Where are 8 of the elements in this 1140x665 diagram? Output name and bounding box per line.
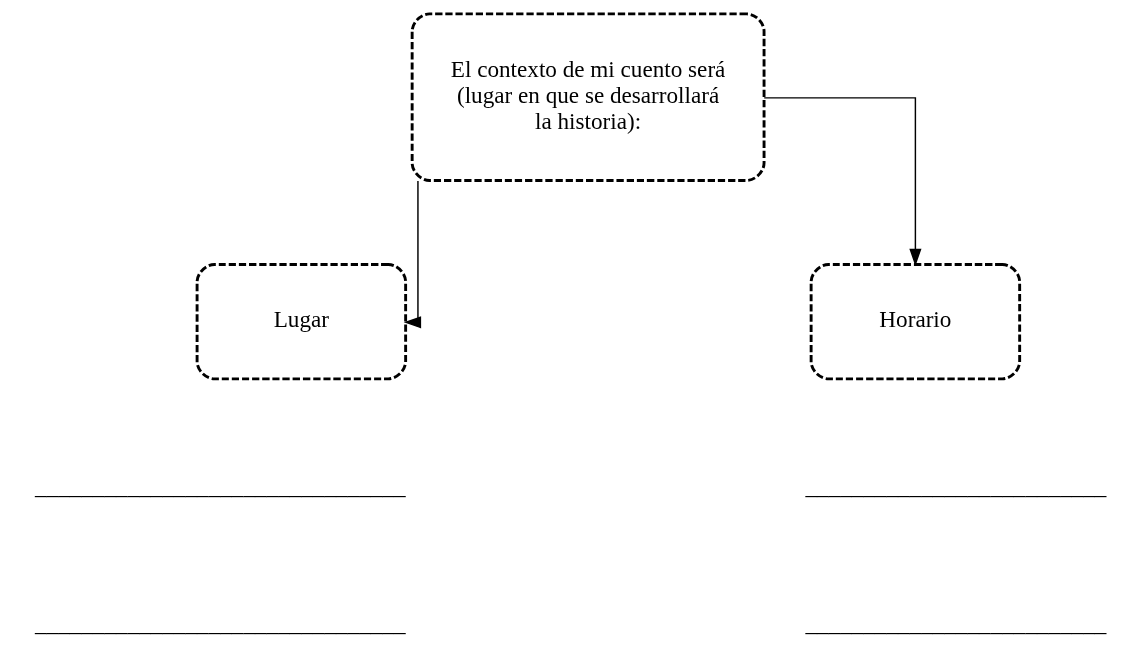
node-box: Horario [809, 263, 1022, 381]
label: ________________________________ [35, 609, 406, 636]
label: ________________________________ [35, 473, 406, 500]
node-box: El contexto de mi cuento será (lugar en que se desarrollará la historia): [410, 12, 766, 182]
node-box: Lugar [195, 263, 408, 381]
label: __________________________ [805, 473, 1107, 500]
label: __________________________ [805, 609, 1107, 636]
arrow [403, 180, 422, 329]
